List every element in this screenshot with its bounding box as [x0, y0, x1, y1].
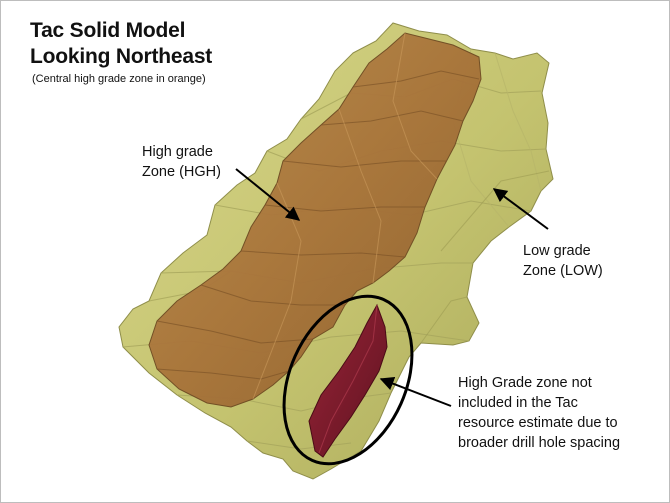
low-grade-label-line-1: Low grade	[523, 241, 603, 261]
high-grade-label-line-1: High grade	[142, 142, 221, 162]
high-grade-zone-label: High grade Zone (HGH)	[142, 142, 221, 182]
excluded-label-line-3: resource estimate due to	[458, 413, 620, 433]
high-grade-label-line-2: Zone (HGH)	[142, 162, 221, 182]
excluded-zone-label: High Grade zone not included in the Tac …	[458, 373, 620, 453]
excluded-label-line-4: broader drill hole spacing	[458, 433, 620, 453]
low-grade-zone-label: Low grade Zone (LOW)	[523, 241, 603, 281]
low-grade-label-line-2: Zone (LOW)	[523, 261, 603, 281]
slide-subtitle: (Central high grade zone in orange)	[32, 72, 206, 86]
title-line-1: Tac Solid Model	[30, 18, 212, 44]
title-line-2: Looking Northeast	[30, 44, 212, 70]
excluded-label-line-2: included in the Tac	[458, 393, 620, 413]
slide-title: Tac Solid Model Looking Northeast	[30, 18, 212, 70]
excluded-label-line-1: High Grade zone not	[458, 373, 620, 393]
